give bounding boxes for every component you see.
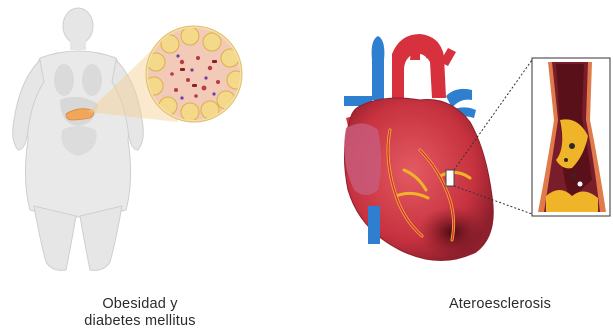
- artery-section-icon: [532, 58, 610, 216]
- heart-icon: [344, 34, 493, 261]
- obesity-label-line2: diabetes mellitus: [50, 313, 230, 330]
- obesity-label-line1: Obesidad y: [50, 296, 230, 313]
- atherosclerosis-label: Ateroesclerosis: [400, 296, 600, 313]
- adipose-tissue-icon: [145, 26, 245, 122]
- human-figure-icon: [13, 8, 144, 270]
- obesity-diabetes-label: Obesidad y diabetes mellitus: [50, 296, 230, 330]
- zoom-marker-icon: [446, 170, 454, 186]
